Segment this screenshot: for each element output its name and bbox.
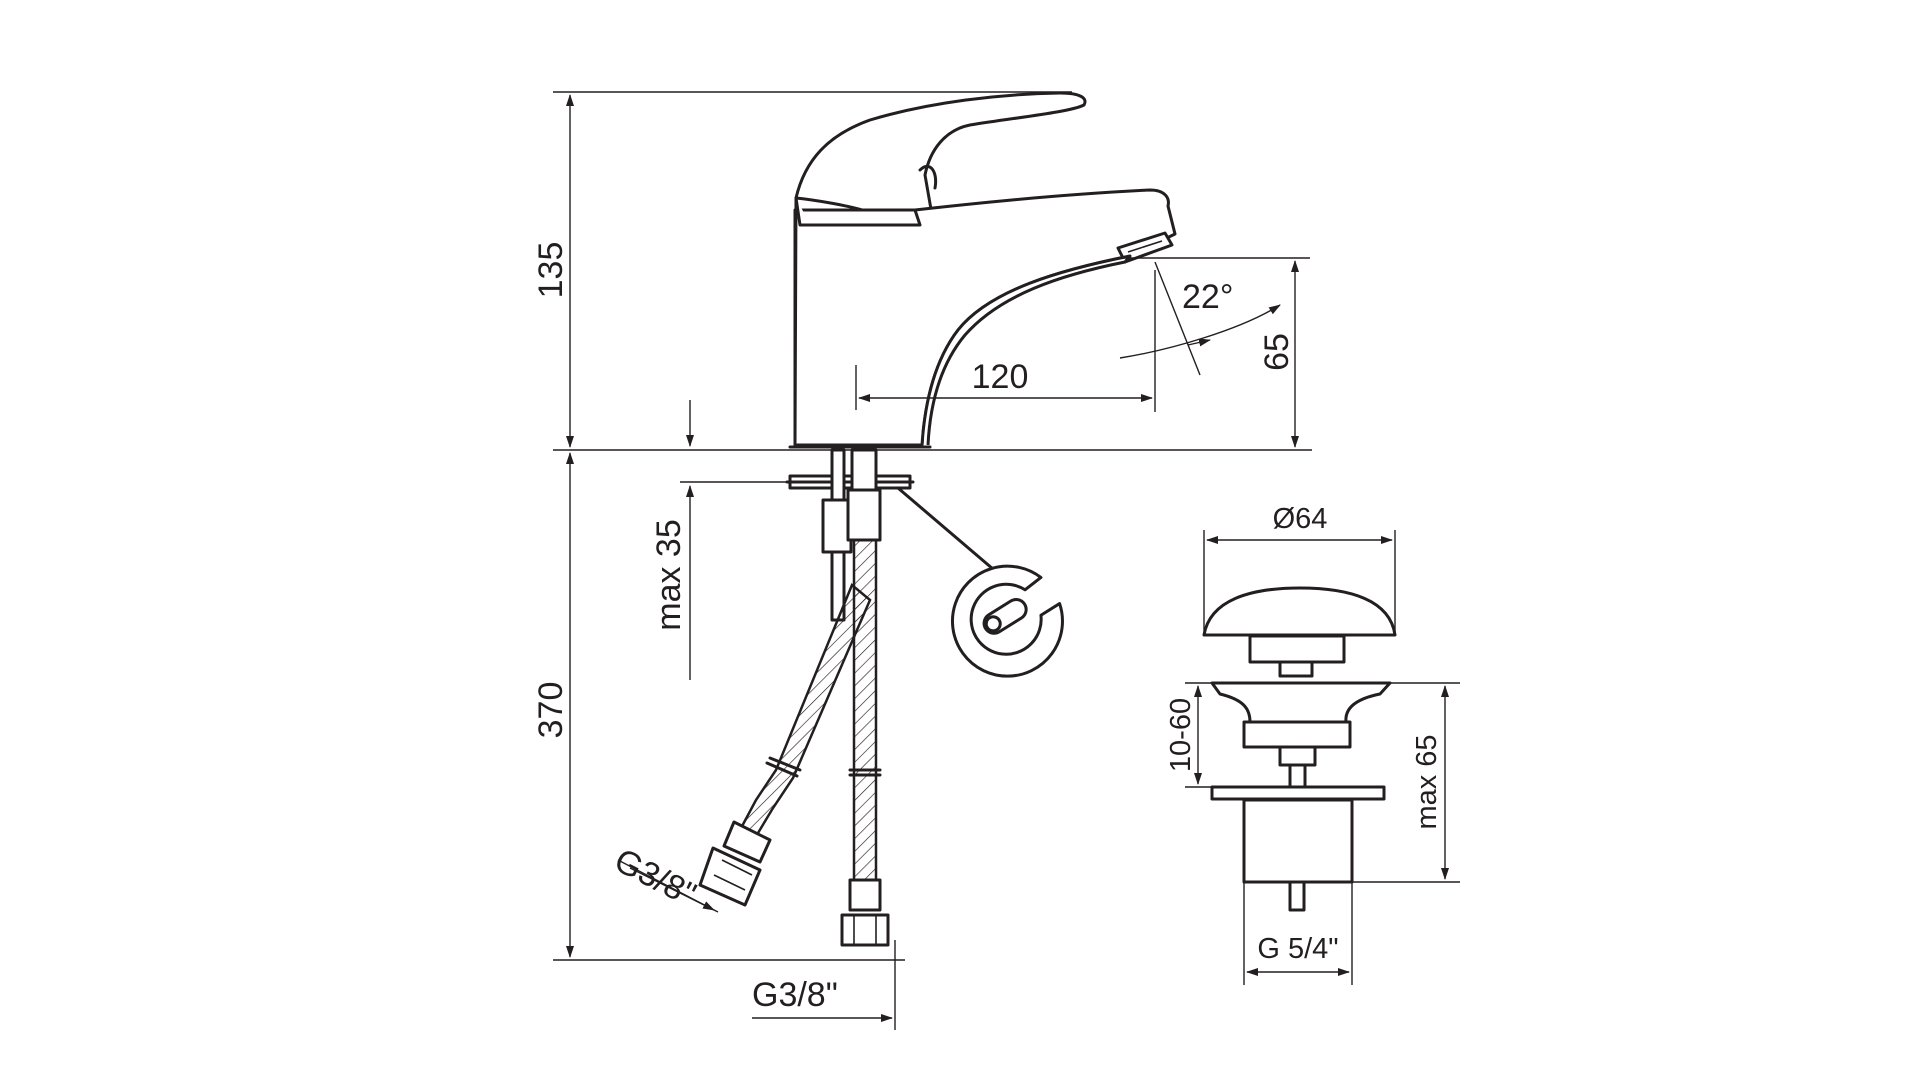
label-hose-length: 370 — [532, 682, 570, 739]
dimension-lines — [553, 91, 1460, 1030]
mounting-kit — [698, 448, 1064, 947]
label-total-height: 135 — [532, 242, 570, 299]
label-waste-diameter: Ø64 — [1273, 503, 1328, 535]
label-spout-height: 65 — [1258, 333, 1296, 371]
label-mounting-max: max 35 — [650, 519, 688, 631]
horseshoe-clip — [950, 564, 1064, 678]
waste-flange — [1210, 681, 1392, 724]
label-hose-thread-angled: G3/8" — [608, 841, 702, 914]
waste-valve — [1202, 586, 1397, 912]
lever-handle — [794, 91, 1087, 217]
hose-nut-angled — [698, 846, 762, 907]
dimension-labels: 135 370 65 120 22° max 35 G3/8" G3/8" Ø6… — [532, 242, 1443, 1014]
waste-cap — [1202, 586, 1397, 637]
label-spray-angle: 22° — [1182, 278, 1233, 316]
label-waste-range: 10-60 — [1165, 698, 1197, 772]
label-hose-thread-bottom: G3/8" — [752, 976, 838, 1014]
hose-angled — [698, 582, 872, 907]
label-spout-reach: 120 — [972, 358, 1029, 396]
label-waste-max: max 65 — [1411, 734, 1443, 829]
faucet — [788, 91, 1177, 449]
label-waste-thread: G 5/4" — [1257, 933, 1338, 965]
hose-nut-bottom — [840, 913, 890, 947]
hose-vertical — [840, 448, 890, 947]
waste-body — [1242, 798, 1354, 884]
waste-washer — [1210, 785, 1386, 801]
faucet-body — [793, 197, 1132, 447]
